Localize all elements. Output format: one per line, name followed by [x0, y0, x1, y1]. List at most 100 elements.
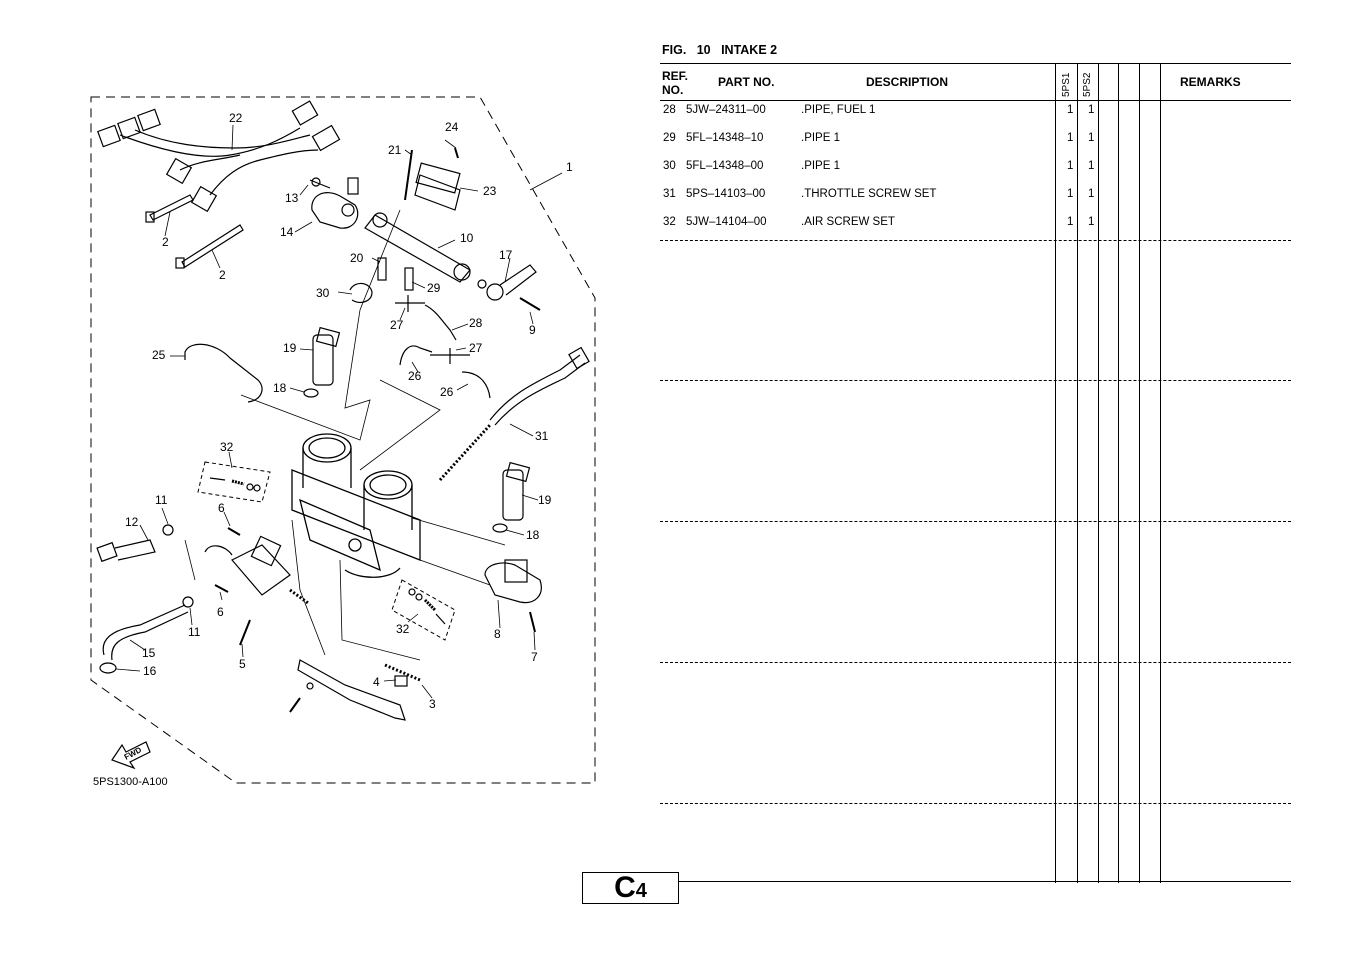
callout-label: 10 [460, 231, 474, 245]
table-top-rule [660, 63, 1291, 64]
callout-label: 27 [390, 318, 404, 332]
callout-label: 6 [217, 605, 224, 619]
header-description: DESCRIPTION [866, 75, 949, 89]
fuel-injector-part [303, 326, 531, 533]
callout-label: 24 [445, 120, 459, 134]
callout-label: 4 [373, 675, 380, 689]
part-description: .THROTTLE SCREW SET [801, 188, 937, 200]
screw-set-part [209, 477, 446, 625]
callout-label: 27 [469, 341, 483, 355]
part-number: 5JW–24311–00 [686, 104, 766, 116]
ref-number: 32 [663, 216, 676, 228]
qty-5ps2: 1 [1088, 188, 1095, 200]
cable-tie-part [145, 194, 244, 269]
header-remarks: REMARKS [1180, 75, 1241, 89]
qty-5ps1: 1 [1067, 160, 1074, 172]
callout-label: 28 [469, 316, 483, 330]
qty-5ps1: 1 [1067, 132, 1074, 144]
qty-5ps1: 1 [1067, 104, 1074, 116]
callout-label: 21 [388, 143, 402, 157]
callout-label: 8 [494, 627, 501, 641]
sensor-part [484, 559, 542, 633]
callout-label: 2 [219, 268, 226, 282]
callout-label: 30 [316, 286, 330, 300]
small-pipes-part [349, 257, 470, 364]
idle-air-control-part [96, 524, 309, 605]
part-number: 5FL–14348–00 [686, 160, 764, 172]
ref-number: 31 [663, 188, 676, 200]
throttle-body-part [291, 433, 421, 578]
qty-5ps1: 1 [1067, 188, 1074, 200]
figure-title: FIG. 10 INTAKE 2 [662, 43, 777, 57]
header-bottom-rule [660, 100, 1291, 101]
group-separator [660, 240, 1291, 241]
throttle-link-part [289, 659, 421, 721]
header-ref-line1: REF. [662, 69, 689, 83]
part-description: .PIPE 1 [801, 132, 840, 144]
column-rule [1077, 63, 1078, 883]
group-separator [660, 521, 1291, 522]
leader-lines [115, 124, 563, 699]
callout-label: 22 [229, 111, 243, 125]
screw-part [239, 619, 251, 646]
exploded-parts-diagram: FWD 1 2 2 3 4 5 6 6 7 8 9 10 11 11 12 13… [90, 96, 596, 784]
callout-label: 26 [408, 369, 422, 383]
qty-5ps2: 1 [1088, 216, 1095, 228]
header-ref-no: REF. NO. [662, 69, 688, 97]
part-description: .PIPE 1 [801, 160, 840, 172]
column-rule [1098, 63, 1099, 883]
callout-label: 11 [155, 493, 168, 507]
callout-label: 17 [499, 248, 513, 262]
callout-label: 23 [483, 184, 497, 198]
column-rule [1139, 63, 1140, 883]
diagram-code: 5PS1300-A100 [93, 776, 168, 788]
callout-label: 9 [529, 323, 536, 337]
callout-label: 13 [285, 191, 299, 205]
callout-label: 15 [142, 646, 156, 660]
callout-label: 7 [531, 650, 538, 664]
assembly-boundary [90, 96, 596, 784]
part-description: .AIR SCREW SET [801, 216, 895, 228]
forward-arrow-icon: FWD [111, 741, 151, 770]
callout-label: 1 [566, 160, 573, 174]
ref-number: 28 [663, 104, 676, 116]
callout-label: 26 [440, 385, 454, 399]
column-rule [1118, 63, 1119, 883]
group-separator [660, 803, 1291, 804]
ref-number: 29 [663, 132, 676, 144]
qty-5ps2: 1 [1088, 160, 1095, 172]
callout-label: 32 [396, 622, 410, 636]
parts-table: REF. NO. PART NO. DESCRIPTION 5PS1 5PS2 … [660, 63, 1291, 883]
column-rule [1055, 63, 1056, 883]
part-number: 5FL–14348–10 [686, 132, 764, 144]
group-separator [660, 662, 1291, 663]
ref-number: 30 [663, 160, 676, 172]
callout-label: 29 [427, 281, 441, 295]
wire-harness-part [97, 100, 341, 213]
callout-label: 6 [218, 501, 225, 515]
callout-label: 14 [280, 225, 294, 239]
part-number: 5JW–14104–00 [686, 216, 767, 228]
pressure-regulator-part [477, 264, 541, 311]
screw-set-box [197, 461, 456, 641]
hose-part [399, 345, 433, 366]
callout-label: 5 [239, 657, 246, 671]
header-model-5ps1: 5PS1 [1061, 72, 1072, 97]
callout-label: 16 [143, 664, 157, 678]
group-separator [660, 380, 1291, 381]
callout-label: 20 [350, 251, 364, 265]
callout-label: 11 [188, 625, 201, 639]
fuel-rail-part [364, 147, 471, 283]
hose-part [184, 343, 263, 403]
page-code-letter: C [614, 871, 636, 904]
qty-5ps1: 1 [1067, 216, 1074, 228]
callout-label: 32 [220, 440, 234, 454]
throttle-cable-part [438, 346, 590, 482]
callout-label: 18 [273, 381, 287, 395]
callout-label: 25 [152, 348, 166, 362]
figure-number: 10 [696, 43, 711, 57]
header-ref-line2: NO. [662, 83, 684, 97]
callout-label: 19 [283, 341, 297, 355]
throttle-position-sensor-part [309, 177, 359, 229]
figure-label: FIG. [662, 43, 687, 57]
